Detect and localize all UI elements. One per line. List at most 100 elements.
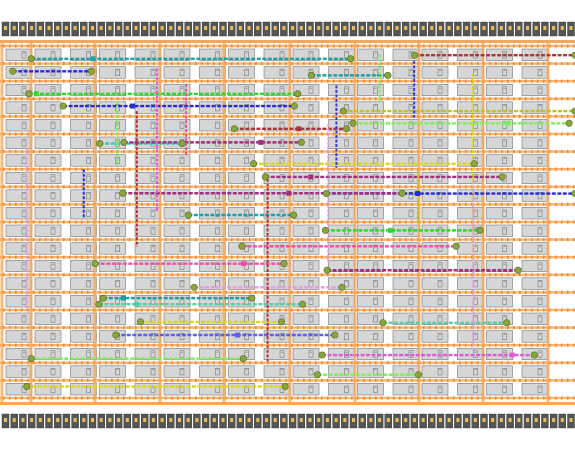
pin-marker — [134, 301, 140, 307]
standard-cell — [99, 189, 126, 202]
power-stripe — [93, 40, 97, 404]
cell-pin-icon — [179, 350, 185, 358]
cell-pin-icon — [344, 139, 349, 147]
power-rail — [0, 344, 575, 347]
cell-pin-icon — [408, 244, 414, 252]
cell-pin-icon — [344, 297, 349, 305]
cell-pin-icon — [408, 192, 414, 200]
standard-cell — [292, 277, 320, 290]
cell-pin-icon — [50, 368, 56, 376]
cell-pin-icon — [473, 385, 478, 393]
via — [411, 51, 419, 59]
standard-cell — [486, 383, 513, 396]
standard-cell — [5, 224, 33, 237]
cell-pin-icon — [502, 244, 507, 252]
standard-cell — [228, 66, 255, 79]
standard-cell — [457, 119, 484, 132]
cell-pin-icon — [537, 368, 543, 376]
standard-cell — [99, 347, 126, 361]
pin-marker — [505, 120, 511, 126]
standard-cell — [328, 295, 355, 308]
power-rail — [0, 361, 575, 364]
cell-pin-icon — [86, 104, 91, 112]
standard-cell — [99, 48, 126, 61]
cell-pin-icon — [86, 315, 91, 323]
via — [27, 355, 35, 363]
via — [190, 283, 198, 291]
pin-marker — [286, 190, 292, 196]
standard-cell — [486, 330, 513, 343]
cell-pin-icon — [502, 280, 507, 288]
standard-cell — [457, 189, 484, 202]
via — [349, 119, 357, 127]
power-rail-grid — [0, 40, 575, 405]
standard-cell — [5, 295, 33, 308]
cell-pin-icon — [308, 121, 314, 129]
standard-cell — [5, 259, 33, 273]
cell-pin-icon — [215, 51, 220, 59]
standard-cell — [486, 207, 513, 220]
via — [318, 351, 326, 359]
standard-cell — [292, 83, 320, 97]
cell-pin-icon — [244, 227, 249, 235]
standard-cell — [34, 171, 62, 185]
standard-cell — [134, 242, 162, 255]
standard-cell — [486, 136, 513, 149]
standard-cell — [486, 277, 513, 290]
standard-cell — [486, 154, 513, 167]
standard-cell — [34, 48, 62, 61]
standard-cell — [328, 383, 355, 396]
cell-pin-icon — [502, 368, 507, 376]
standard-cell — [292, 224, 320, 237]
cell-pin-icon — [344, 209, 349, 217]
via — [95, 300, 103, 308]
power-rail — [0, 396, 575, 400]
cell-pin-icon — [86, 297, 91, 305]
standard-cell — [5, 101, 33, 114]
cell-pin-icon — [150, 227, 156, 235]
cell-pin-icon — [115, 244, 120, 252]
cell-pin-icon — [473, 68, 478, 76]
standard-cell — [421, 66, 449, 79]
standard-cell — [521, 383, 549, 396]
standard-cell — [5, 136, 33, 149]
standard-cell — [263, 365, 291, 378]
standard-cell — [357, 154, 384, 167]
standard-cell — [70, 207, 97, 220]
standard-cell — [5, 154, 33, 167]
cell-pin-icon — [50, 315, 56, 323]
standard-cell — [392, 330, 420, 343]
cell-pin-icon — [215, 244, 220, 252]
standard-cell — [328, 207, 355, 220]
standard-cell — [34, 277, 62, 290]
cell-pin-icon — [502, 297, 507, 305]
cell-pin-icon — [244, 350, 249, 358]
cell-pin-icon — [150, 121, 156, 129]
standard-cell — [292, 312, 320, 325]
cell-pin-icon — [408, 385, 414, 393]
power-stripe — [353, 40, 357, 404]
cell-pin-icon — [150, 68, 156, 76]
standard-cell — [357, 365, 384, 378]
cell-pin-icon — [279, 332, 285, 340]
cell-pin-icon — [86, 121, 91, 129]
cell-pin-icon — [150, 104, 156, 112]
standard-cell — [134, 66, 162, 79]
cell-pin-icon — [502, 332, 507, 340]
via — [119, 189, 127, 197]
standard-cell — [521, 171, 549, 185]
cell-pin-icon — [537, 192, 543, 200]
cell-pin-icon — [179, 121, 185, 129]
cell-pin-icon — [50, 385, 56, 393]
standard-cell — [70, 295, 97, 308]
standard-cell — [357, 101, 384, 114]
cell-pin-icon — [473, 280, 478, 288]
cell-pin-icon — [344, 385, 349, 393]
cell-pin-icon — [21, 156, 27, 164]
standard-cell — [134, 277, 162, 290]
cell-pin-icon — [502, 156, 507, 164]
cell-pin-icon — [537, 227, 543, 235]
standard-cell — [521, 83, 549, 97]
cell-pin-icon — [21, 350, 27, 358]
